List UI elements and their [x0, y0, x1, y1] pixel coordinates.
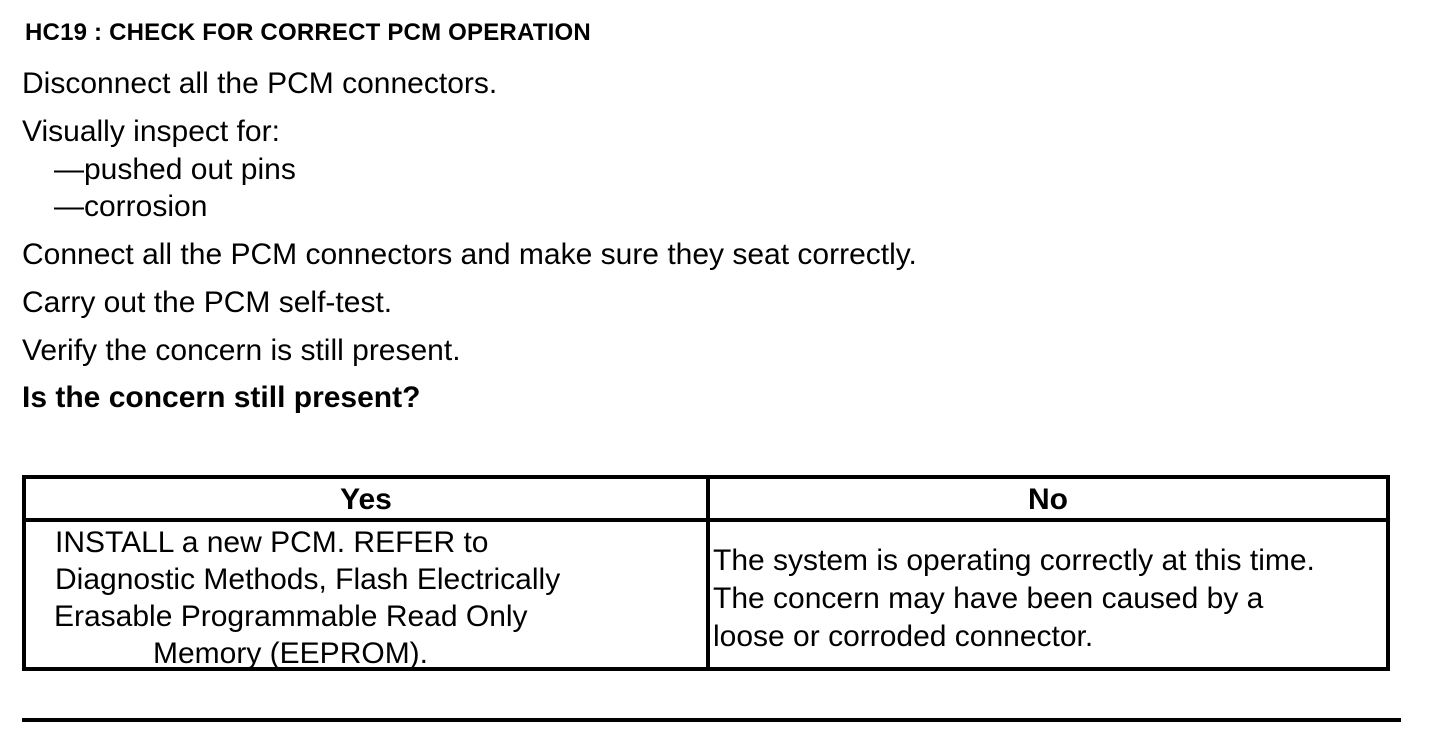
yes-action-line: INSTALL a new PCM. REFER to	[55, 526, 489, 559]
yes-header: Yes	[340, 483, 392, 516]
instruction-selftest: Carry out the PCM self-test.	[22, 286, 393, 319]
inspect-item-pins: —pushed out pins	[54, 153, 296, 186]
yes-action-line: Erasable Programmable Read Only	[54, 600, 528, 633]
inspect-item-corrosion: —corrosion	[54, 190, 208, 223]
instruction-connect: Connect all the PCM connectors and make …	[22, 238, 917, 271]
yes-action-line: Memory (EEPROM).	[153, 637, 429, 670]
instruction-inspect: Visually inspect for:	[22, 115, 280, 148]
no-action-line: loose or corroded connector.	[713, 620, 1094, 653]
no-action-line: The system is operating correctly at thi…	[713, 544, 1315, 577]
decision-question: Is the concern still present?	[22, 381, 421, 414]
decision-table: Yes No INSTALL a new PCM. REFER to Diagn…	[22, 475, 1390, 671]
column-divider	[706, 479, 710, 667]
no-action-cell: The system is operating correctly at thi…	[710, 522, 1386, 667]
no-header: No	[1028, 483, 1068, 516]
yes-action-cell: INSTALL a new PCM. REFER to Diagnostic M…	[26, 522, 706, 670]
footer-divider	[22, 718, 1401, 722]
instruction-disconnect: Disconnect all the PCM connectors.	[22, 67, 498, 100]
no-action-line: The concern may have been caused by a	[713, 582, 1264, 615]
procedure-heading: HC19 : CHECK FOR CORRECT PCM OPERATION	[25, 19, 591, 46]
instruction-verify: Verify the concern is still present.	[22, 334, 461, 367]
yes-action-line: Diagnostic Methods, Flash Electrically	[55, 563, 561, 596]
